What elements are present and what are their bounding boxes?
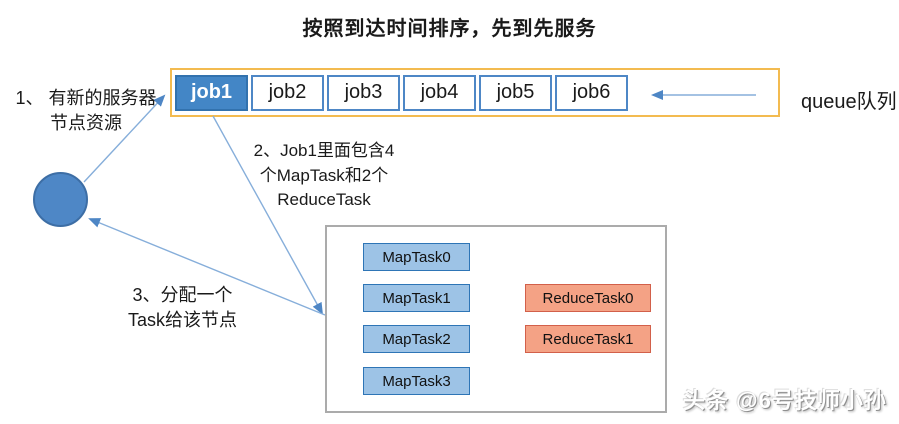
annotation-step1-line2: 节点资源 [50,113,122,134]
queue-job-3: job3 [327,74,400,111]
annotation-step2-line1: 2、Job1里面包含4 [253,141,395,160]
queue-job-5: job5 [479,74,552,111]
annotation-step1-line1: 1、 有新的服务器 [15,88,157,108]
reduce-task-0: ReduceTask0 [525,284,651,312]
page-title: 按照到达时间排序，先到先服务 [302,18,597,40]
reduce-task-1: ReduceTask1 [525,325,651,353]
annotation-step1: 1、 有新的服务器 节点资源 [6,86,166,136]
watermark: 头条 @6号技师小孙 [683,388,887,413]
annotation-step2: 2、Job1里面包含4 个MapTask和2个 ReduceTask [228,139,420,213]
annotation-step2-line3: ReduceTask [277,190,371,210]
map-task-1: MapTask1 [363,284,470,312]
annotation-step2-line2: 个MapTask和2个 [259,165,389,185]
annotation-step3: 3、分配一个 Task给该节点 [95,283,270,333]
queue-job-4: job4 [403,74,476,111]
map-task-3: MapTask3 [363,367,470,395]
queue-job-2: job2 [251,74,324,111]
queue-job-1: job1 [175,74,248,111]
annotation-step3-line1: 3、分配一个 [132,285,233,305]
job-queue-box: job1 job2 job3 job4 job5 job6 [170,68,780,117]
map-task-0: MapTask0 [363,243,470,271]
queue-label: queue队列 [801,91,897,113]
map-task-2: MapTask2 [363,325,470,353]
server-node-circle [33,172,88,227]
task-panel: MapTask0 MapTask1 MapTask2 MapTask3 Redu… [325,225,667,413]
annotation-step3-line2: Task给该节点 [127,310,237,331]
queue-job-6: job6 [555,74,628,111]
